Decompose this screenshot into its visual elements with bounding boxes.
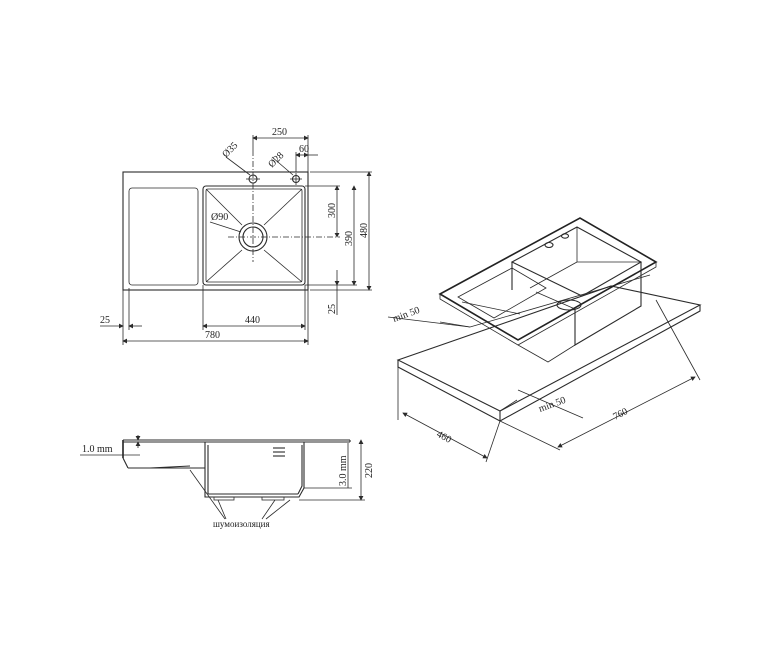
bowl-inner bbox=[205, 188, 303, 283]
insulation-label: шумоизоляция bbox=[213, 519, 270, 529]
insulation-pad-right bbox=[261, 496, 285, 501]
iso-tap-hole-2 bbox=[560, 233, 570, 239]
bowl-outline bbox=[202, 185, 306, 286]
dim-25-right-label: 25 bbox=[327, 304, 338, 314]
plan-view: 250 60 Ø35 Ø28 Ø90 300 390 480 25 25 440… bbox=[100, 127, 372, 345]
insulation-pad-left bbox=[213, 496, 235, 501]
section-view: 1.0 mm 3.0 mm 220 шумоизоляция bbox=[80, 435, 375, 529]
iso-drain bbox=[556, 299, 582, 311]
thickness-top-label: 1.0 mm bbox=[82, 444, 113, 455]
sink-outline bbox=[122, 171, 309, 291]
iso-760-label: 760 bbox=[611, 406, 629, 423]
dim-440-label: 440 bbox=[245, 315, 260, 326]
dim-60-label: 60 bbox=[299, 144, 309, 155]
iso-min50-left-label: min 50 bbox=[391, 305, 421, 325]
dim-780-label: 780 bbox=[205, 330, 220, 341]
dim-300-label: 300 bbox=[327, 203, 338, 218]
countertop-top bbox=[396, 285, 702, 412]
dim-25-bottom-label: 25 bbox=[100, 315, 110, 326]
iso-460-label: 460 bbox=[435, 429, 453, 446]
dim-390-label: 390 bbox=[344, 231, 355, 246]
dim-drain-90-label: Ø90 bbox=[211, 212, 228, 223]
thickness-bowl-label: 3.0 mm bbox=[338, 455, 349, 486]
dim-480-label: 480 bbox=[359, 223, 370, 238]
depth-220-label: 220 bbox=[364, 463, 375, 478]
dim-250-label: 250 bbox=[272, 127, 287, 138]
isometric-view: min 50 min 50 460 760 bbox=[387, 217, 702, 463]
drainboard bbox=[128, 187, 199, 286]
dim-hole-35-label: Ø35 bbox=[220, 140, 240, 160]
iso-tap-hole-1 bbox=[544, 241, 554, 249]
